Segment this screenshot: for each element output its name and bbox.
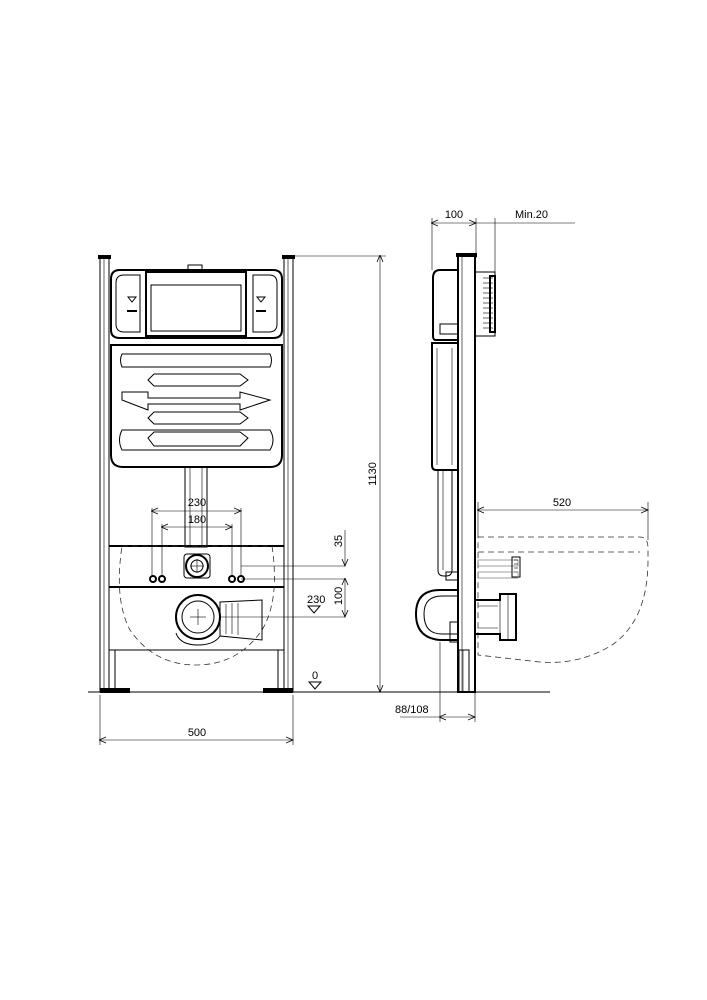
side-dimensions: 100 Min.20 520 88/108: [395, 209, 648, 722]
side-wall-plate: [474, 271, 496, 337]
cistern-rib-3: [121, 391, 272, 411]
cistern-body: [110, 344, 283, 468]
triangle-marker-left: [126, 296, 138, 303]
dim-100-vertical: 100: [333, 587, 345, 605]
dim-520: 520: [553, 497, 571, 509]
bolt-left-1: [149, 575, 157, 583]
side-bowl-outline: [477, 536, 649, 663]
dim-88-108: 88/108: [395, 704, 429, 716]
dim-500: 500: [188, 727, 206, 739]
flush-connection: [185, 554, 209, 578]
dim-100-depth: 100: [445, 209, 463, 221]
frame-right-post: [283, 257, 294, 693]
level-230-marker: [306, 605, 322, 614]
cistern-rib-2: [147, 373, 249, 387]
dim-180: 180: [188, 514, 206, 526]
dim-230-top: 230: [188, 497, 206, 509]
front-dimensions: 230 180 1130 35 100 230 0 500: [100, 256, 386, 745]
side-cistern-top: [432, 269, 459, 341]
side-drain-pipe: [475, 593, 517, 641]
cistern-rib-5: [119, 429, 274, 451]
side-view: [414, 253, 649, 693]
bowl-outline: [118, 545, 275, 666]
drain-elbow: [219, 599, 263, 641]
frame-left-post: [99, 257, 110, 693]
cistern-rib-1: [120, 353, 272, 368]
dim-1130: 1130: [367, 462, 379, 486]
cistern-top: [110, 269, 283, 339]
dim-min-20: Min.20: [515, 209, 548, 221]
front-view: [98, 255, 345, 693]
side-cistern-body: [431, 342, 459, 471]
cistern-rib-4: [147, 411, 249, 425]
bolt-left-2: [158, 575, 166, 583]
side-flush-pipe: [437, 469, 453, 577]
side-frame-plate: [457, 255, 476, 693]
level-0-marker: [307, 681, 323, 690]
flush-pipe: [184, 466, 208, 548]
bolt-right-1: [228, 575, 236, 583]
triangle-marker-right: [255, 296, 267, 303]
level-230-label: 230: [307, 594, 325, 606]
dim-35: 35: [333, 535, 345, 547]
side-drain-elbow: [414, 589, 458, 641]
side-wall-hatch: [483, 275, 496, 333]
flush-plate-opening: [145, 271, 247, 337]
level-0-label: 0: [312, 670, 318, 682]
